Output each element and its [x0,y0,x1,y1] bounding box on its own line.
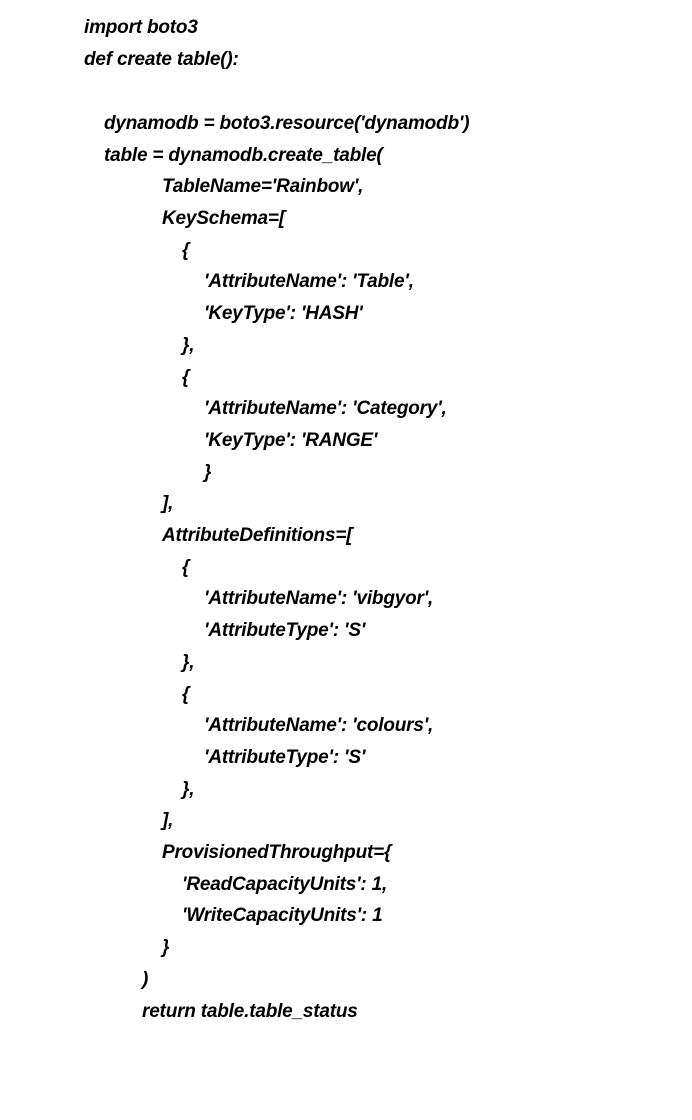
code-line: } [204,462,212,483]
code-line: return table.table_status [142,1001,358,1022]
code-line: 'AttributeType': 'S' [204,620,366,641]
code-line: AttributeDefinitions=[ [162,525,353,546]
code-line: }, [182,652,195,673]
code-line: KeySchema=[ [162,208,285,229]
code-line: 'AttributeName': 'colours', [204,715,434,736]
code-line: TableName='Rainbow', [162,176,364,197]
code-line: 'AttributeName': 'Table', [204,271,414,292]
code-line: { [182,367,190,388]
code-line: { [182,557,190,578]
code-line: table = dynamodb.create_table( [104,145,383,166]
code-line: dynamodb = boto3.resource('dynamodb') [104,113,470,134]
code-line: 'WriteCapacityUnits': 1 [182,905,383,926]
code-line: 'AttributeType': 'S' [204,747,366,768]
code-line: ProvisionedThroughput={ [162,842,392,863]
code-line: ], [162,810,174,831]
code-line: 'AttributeName': 'vibgyor', [204,588,434,609]
code-line: ], [162,493,174,514]
code-line: ) [142,969,149,990]
code-line: 'ReadCapacityUnits': 1, [182,874,388,895]
code-line: }, [182,779,195,800]
code-line: 'AttributeName': 'Category', [204,398,447,419]
code-line: } [162,937,170,958]
code-line: { [182,240,190,261]
code-line: 'KeyType': 'RANGE' [204,430,378,451]
code-line: 'KeyType': 'HASH' [204,303,363,324]
code-line: }, [182,335,195,356]
code-line: import boto3 [84,17,198,38]
code-line: def create table(): [84,49,239,70]
code-line: { [182,684,190,705]
